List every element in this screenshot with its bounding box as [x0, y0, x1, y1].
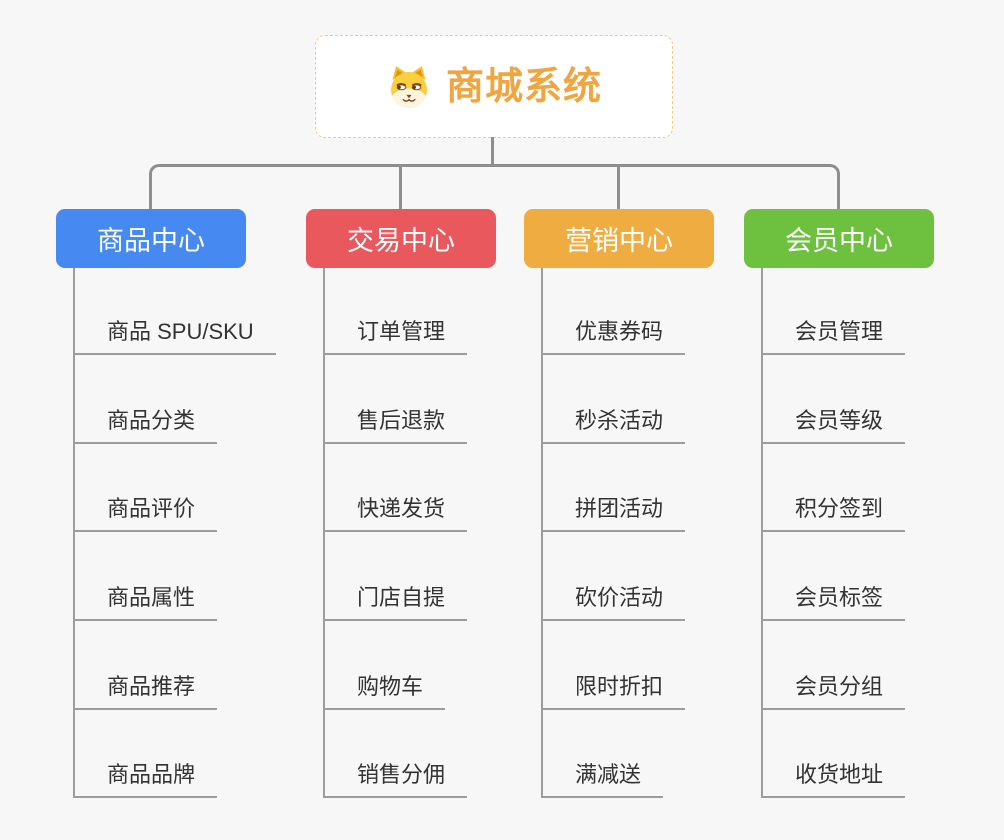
branch-header-member-center[interactable]: 会员中心: [744, 209, 934, 268]
branch-header-product-center[interactable]: 商品中心: [56, 209, 246, 268]
root-node[interactable]: 商城系统: [315, 35, 673, 138]
branch-spine-product-center: [73, 268, 75, 798]
leaf-item-trade-center-2[interactable]: 售后退款: [323, 406, 468, 444]
leaf-item-product-center-2[interactable]: 商品分类: [73, 406, 218, 444]
branch-spine-marketing-center: [541, 268, 543, 798]
leaf-item-trade-center-1[interactable]: 订单管理: [323, 317, 468, 355]
leaf-item-member-center-4[interactable]: 会员标签: [761, 583, 906, 621]
connector-drop-3: [617, 165, 620, 210]
branch-label: 交易中心: [347, 226, 455, 256]
leaf-item-member-center-1[interactable]: 会员管理: [761, 317, 906, 355]
connector-bus: [149, 164, 840, 210]
leaf-item-trade-center-4[interactable]: 门店自提: [323, 583, 468, 621]
branch-header-marketing-center[interactable]: 营销中心: [524, 209, 714, 268]
leaf-item-trade-center-5[interactable]: 购物车: [323, 672, 446, 710]
leaf-item-member-center-2[interactable]: 会员等级: [761, 406, 906, 444]
leaf-item-product-center-5[interactable]: 商品推荐: [73, 672, 218, 710]
branch-label: 营销中心: [565, 226, 673, 256]
leaf-item-marketing-center-5[interactable]: 限时折扣: [541, 672, 686, 710]
branch-spine-member-center: [761, 268, 763, 798]
leaf-item-member-center-5[interactable]: 会员分组: [761, 672, 906, 710]
connector-drop-2: [399, 165, 402, 210]
leaf-item-member-center-3[interactable]: 积分签到: [761, 494, 906, 532]
leaf-item-marketing-center-3[interactable]: 拼团活动: [541, 494, 686, 532]
branch-header-trade-center[interactable]: 交易中心: [306, 209, 496, 268]
leaf-item-trade-center-6[interactable]: 销售分佣: [323, 760, 468, 798]
leaf-item-product-center-1[interactable]: 商品 SPU/SKU: [73, 317, 276, 355]
leaf-item-product-center-6[interactable]: 商品品牌: [73, 760, 218, 798]
leaf-item-marketing-center-1[interactable]: 优惠券码: [541, 317, 686, 355]
branch-spine-trade-center: [323, 268, 325, 798]
leaf-item-product-center-4[interactable]: 商品属性: [73, 583, 218, 621]
branch-label: 商品中心: [97, 226, 205, 256]
branch-label: 会员中心: [785, 226, 893, 256]
leaf-item-trade-center-3[interactable]: 快递发货: [323, 494, 468, 532]
leaf-item-marketing-center-4[interactable]: 砍价活动: [541, 583, 686, 621]
leaf-item-member-center-6[interactable]: 收货地址: [761, 760, 906, 798]
root-title: 商城系统: [445, 65, 602, 108]
leaf-item-product-center-3[interactable]: 商品评价: [73, 494, 218, 532]
dog-icon: [391, 65, 427, 108]
leaf-item-marketing-center-2[interactable]: 秒杀活动: [541, 406, 686, 444]
root-connector-stub: [491, 137, 494, 165]
leaf-item-marketing-center-6[interactable]: 满减送: [541, 760, 664, 798]
